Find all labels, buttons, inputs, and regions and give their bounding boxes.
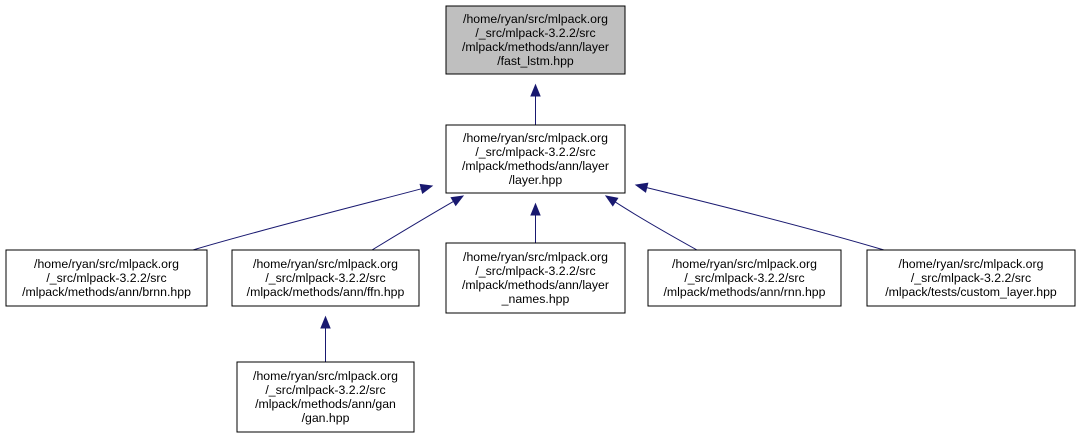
node-box — [445, 242, 626, 314]
node-label-line: /mlpack/methods/ann/brnn.hpp — [22, 285, 191, 299]
edge-brnn-to-layer — [192, 183, 434, 251]
arrowhead — [320, 315, 331, 329]
node-box — [866, 249, 1076, 307]
node-label-line: /_src/mlpack-3.2.2/src — [475, 264, 595, 278]
node-fast-lstm: /home/ryan/src/mlpack.org/_src/mlpack-3.… — [445, 5, 626, 75]
edge-rnn-to-layer — [604, 195, 698, 251]
arrowhead — [530, 83, 541, 97]
node-label-line: /home/ryan/src/mlpack.org — [253, 257, 398, 271]
node-label-line: /mlpack/methods/ann/rnn.hpp — [663, 285, 825, 299]
node-label-line: /_src/mlpack-3.2.2/src — [475, 145, 595, 159]
node-label-line: /home/ryan/src/mlpack.org — [463, 250, 608, 264]
node-label-line: /mlpack/methods/ann/layer — [462, 40, 609, 54]
node-box — [445, 5, 626, 75]
node-label-line: /mlpack/methods/ann/layer — [462, 159, 609, 173]
node-gan[interactable]: /home/ryan/src/mlpack.org/_src/mlpack-3.… — [236, 361, 415, 433]
node-label-line: /_src/mlpack-3.2.2/src — [265, 383, 385, 397]
node-box — [5, 249, 208, 307]
node-box — [236, 361, 415, 433]
node-label-line: /home/ryan/src/mlpack.org — [672, 257, 817, 271]
node-label-line: /_src/mlpack-3.2.2/src — [684, 271, 804, 285]
node-ffn[interactable]: /home/ryan/src/mlpack.org/_src/mlpack-3.… — [231, 249, 420, 307]
edge-layer_names-to-layer — [530, 202, 541, 243]
node-layer[interactable]: /home/ryan/src/mlpack.org/_src/mlpack-3.… — [445, 124, 626, 194]
node-label-line: /_src/mlpack-3.2.2/src — [46, 271, 166, 285]
node-box — [231, 249, 420, 307]
node-label-line: /home/ryan/src/mlpack.org — [899, 257, 1044, 271]
nodes-layer: /home/ryan/src/mlpack.org/_src/mlpack-3.… — [5, 5, 1076, 433]
edge-line — [614, 201, 698, 251]
node-layer-names[interactable]: /home/ryan/src/mlpack.org/_src/mlpack-3.… — [445, 242, 626, 314]
edge-custom_layer-to-layer — [634, 182, 885, 251]
edges-layer — [192, 83, 885, 362]
arrowhead — [530, 202, 541, 216]
edge-gan-to-ffn — [320, 315, 331, 362]
edge-line — [646, 187, 885, 251]
node-label-line: /mlpack/methods/ann/layer — [462, 278, 609, 292]
node-label-line: /mlpack/tests/custom_layer.hpp — [885, 285, 1057, 299]
node-label-line: /layer.hpp — [509, 173, 562, 187]
edge-line — [371, 201, 454, 251]
arrowhead — [634, 182, 649, 193]
node-label-line: /_src/mlpack-3.2.2/src — [475, 26, 595, 40]
arrowhead — [604, 195, 619, 207]
arrowhead — [419, 183, 434, 195]
edge-line — [192, 188, 422, 251]
node-label-line: /home/ryan/src/mlpack.org — [34, 257, 179, 271]
node-label-line: /mlpack/methods/ann/gan — [255, 397, 396, 411]
node-box — [647, 249, 842, 307]
node-label-line: _names.hpp — [501, 292, 570, 306]
edge-layer-to-fast_lstm — [530, 83, 541, 125]
node-label-line: /gan.hpp — [302, 411, 350, 425]
node-label-line: /home/ryan/src/mlpack.org — [463, 131, 608, 145]
node-label-line: /_src/mlpack-3.2.2/src — [265, 271, 385, 285]
node-label-line: /mlpack/methods/ann/ffn.hpp — [247, 285, 405, 299]
edge-ffn-to-layer — [371, 195, 465, 251]
node-label-line: /home/ryan/src/mlpack.org — [253, 369, 398, 383]
node-label-line: /home/ryan/src/mlpack.org — [463, 12, 608, 26]
node-label-line: /_src/mlpack-3.2.2/src — [911, 271, 1031, 285]
arrowhead — [450, 195, 465, 207]
node-custom-layer[interactable]: /home/ryan/src/mlpack.org/_src/mlpack-3.… — [866, 249, 1076, 307]
node-rnn[interactable]: /home/ryan/src/mlpack.org/_src/mlpack-3.… — [647, 249, 842, 307]
node-box — [445, 124, 626, 194]
node-brnn[interactable]: /home/ryan/src/mlpack.org/_src/mlpack-3.… — [5, 249, 208, 307]
node-label-line: /fast_lstm.hpp — [497, 54, 574, 68]
